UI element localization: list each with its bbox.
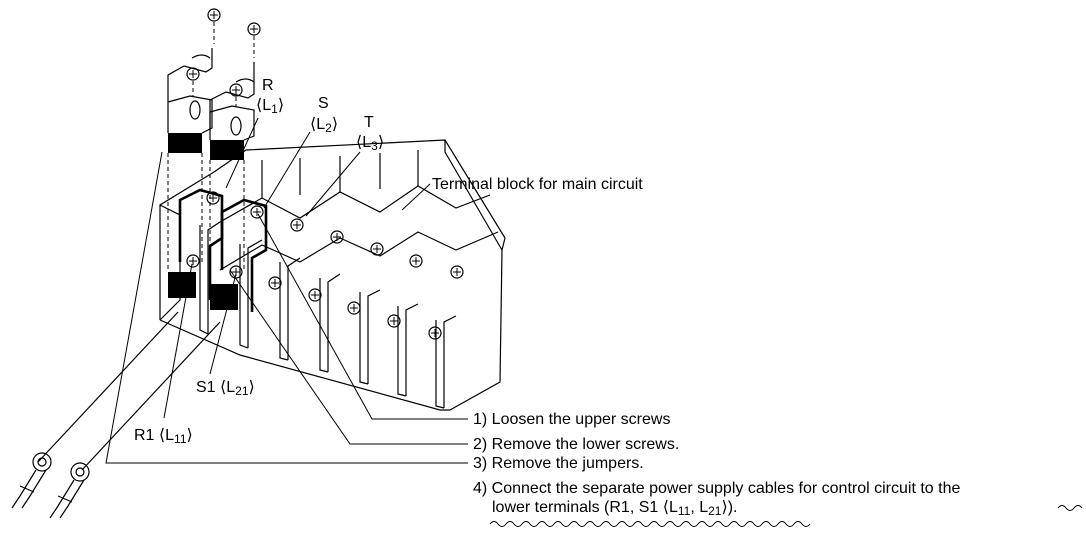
terminal-block-label: Terminal block for main circuit [432, 176, 643, 193]
screw-icon [207, 8, 221, 44]
leader-lines [105, 117, 468, 464]
screw-icon [347, 301, 361, 315]
step-4-line-2: lower terminals (R1, S1 ⟨L11, L21⟩). [492, 499, 738, 518]
screw-icon [387, 314, 401, 328]
ring-terminal-icon [11, 311, 179, 509]
step-4-line-1: 4) Connect the separate power supply cab… [473, 480, 960, 497]
instruction-steps: 1) Loosen the upper screws 2) Remove the… [473, 411, 960, 518]
label-T: T [364, 114, 374, 131]
screw-icon [290, 218, 304, 232]
screw-icon [229, 83, 243, 106]
step-3: 3) Remove the jumpers. [473, 455, 644, 472]
screw-icon [330, 230, 344, 244]
screw-icon [409, 254, 423, 268]
label-S1: S1 ⟨L21⟩ [196, 379, 255, 398]
screw-icon [268, 276, 282, 290]
block-screws [186, 191, 464, 340]
screw-icon [428, 326, 442, 340]
screw-icon [250, 205, 264, 219]
screw-icon [370, 242, 384, 256]
label-L2: ⟨L2⟩ [310, 116, 338, 135]
label-R: R [262, 77, 274, 94]
step-2: 2) Remove the lower screws. [473, 436, 679, 453]
label-R1: R1 ⟨L11⟩ [134, 427, 193, 446]
screw-icon [308, 288, 322, 302]
jumper-icon [209, 62, 255, 284]
screw-icon [186, 67, 200, 96]
screw-icon [186, 254, 200, 268]
label-S: S [318, 95, 329, 112]
jumper-icon [167, 48, 213, 272]
screw-icon [450, 265, 464, 279]
label-L1: ⟨L1⟩ [256, 97, 284, 116]
revision-marks [489, 505, 1083, 527]
ring-terminal-icon [49, 321, 221, 519]
screw-icon [247, 22, 261, 58]
step-1: 1) Loosen the upper screws [473, 411, 670, 428]
label-L3: ⟨L3⟩ [356, 134, 384, 153]
partition-walls [159, 150, 499, 409]
terminal-labels: Terminal block for main circuit R ⟨L1⟩ S… [134, 77, 643, 446]
